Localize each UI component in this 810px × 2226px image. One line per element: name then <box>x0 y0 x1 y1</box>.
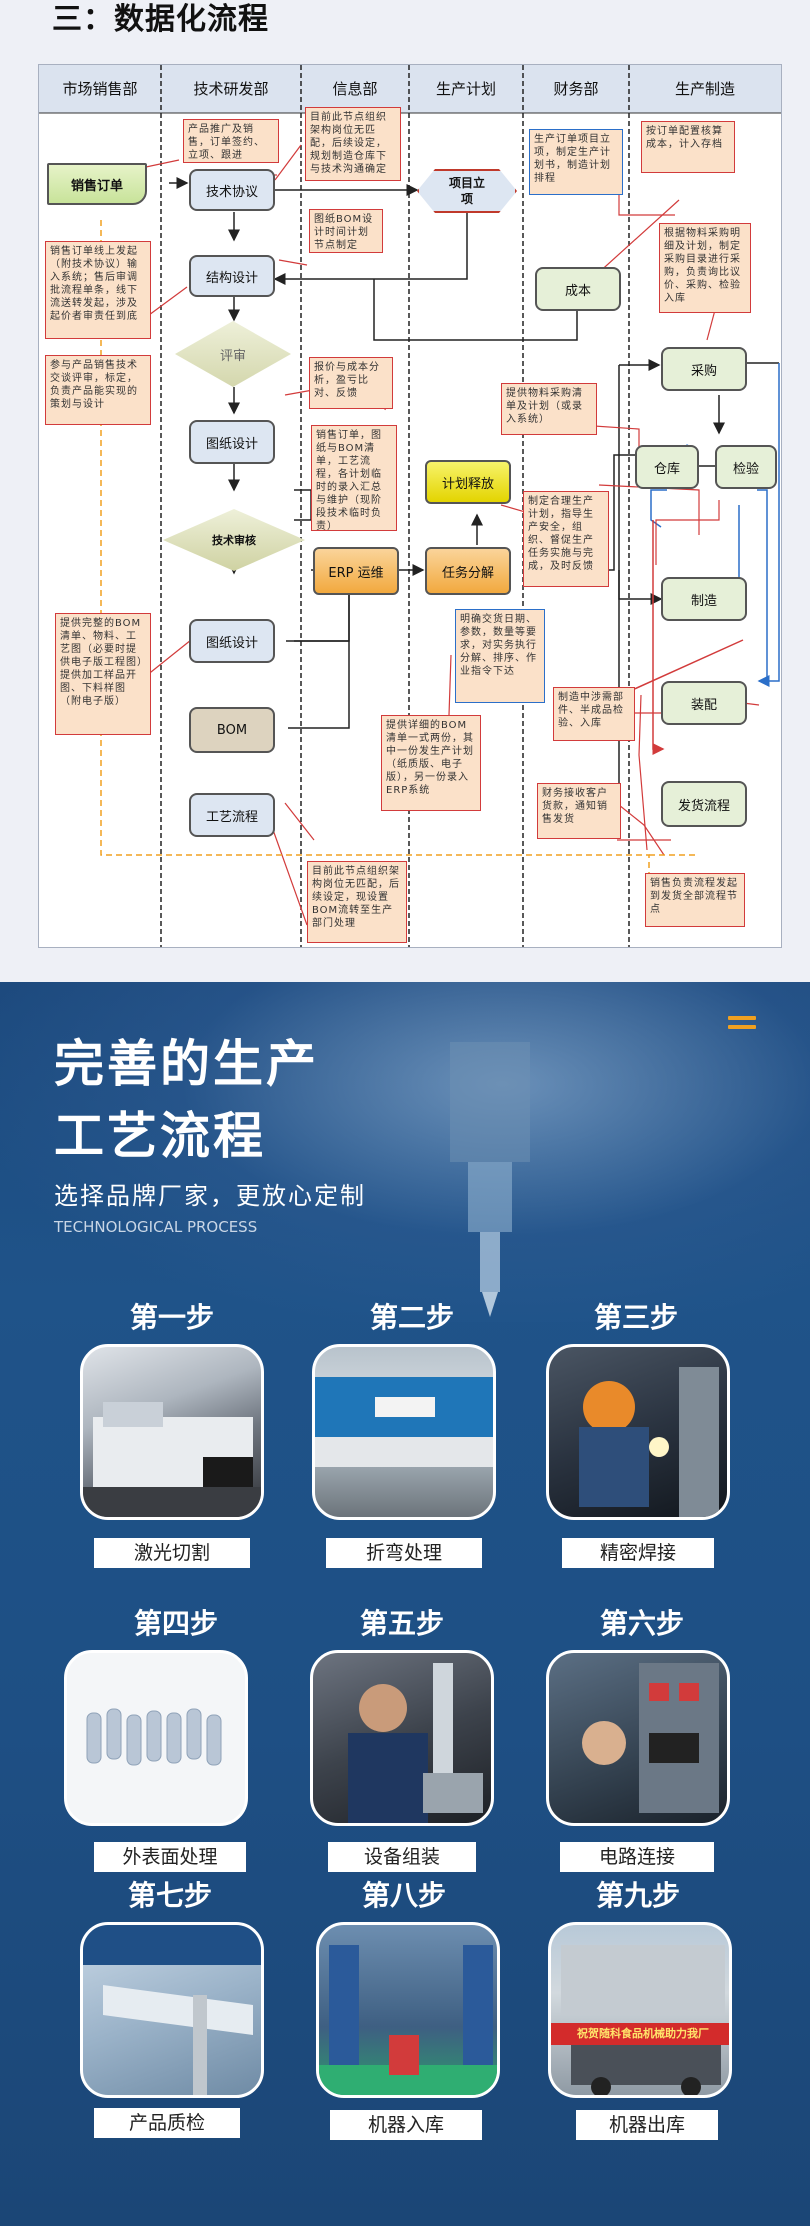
note-17: 财务接收客户货款，通知销售发货 <box>537 783 621 839</box>
node-purchase: 采购 <box>661 347 747 391</box>
cnc-machine-illustration <box>450 1042 530 1317</box>
warehouse-illustration <box>319 1945 497 2095</box>
note-5: 销售订单线上发起（附技术协议）输入系统；售后审调批流程单条，线下流送转发起，涉及… <box>45 241 151 339</box>
note-7: 根据物料采购明细及计划，制定采购目录进行采购，负责询比议价、采购、检验入库 <box>659 223 751 313</box>
note-3: 生产订单项目立项，制定生产计划书，制造计划排程 <box>529 129 623 195</box>
welding-illustration <box>579 1367 719 1517</box>
col-head-finance: 财务部 <box>553 80 599 98</box>
surface-treatment-illustration <box>86 1708 222 1766</box>
node-warehouse: 仓库 <box>635 445 699 489</box>
step-2-title: 第二步 <box>369 1301 454 1334</box>
note-8: 参与产品销售技术交谈评审，标定，负责产品能实现的策划与设计 <box>45 355 151 425</box>
node-erp: ERP 运维 <box>313 547 399 595</box>
note-9: 报价与成本分析，盈亏比对、反馈 <box>309 357 393 409</box>
wiring-illustration <box>582 1663 719 1813</box>
flowchart: 市场销售部 技术研发部 信息部 生产计划 财务部 生产制造 销售订单 技术协议 … <box>38 64 782 948</box>
step-6-title: 第六步 <box>599 1607 684 1640</box>
step-6-image <box>546 1650 730 1826</box>
node-inspection: 检验 <box>715 445 777 489</box>
hero-subtitle: 选择品牌厂家，更放心定制 <box>54 1182 366 1210</box>
col-head-sales: 市场销售部 <box>62 80 138 98</box>
section-title: 三：数据化流程 <box>52 2 269 37</box>
step-9-image: 祝贺随科食品机械助力我厂 <box>548 1922 732 2098</box>
step-7-title: 第七步 <box>127 1879 212 1912</box>
step-3-label: 精密焊接 <box>562 1538 714 1568</box>
node-project: 项目立项 <box>417 169 517 213</box>
flowchart-lines <box>39 65 781 947</box>
note-16: 提供详细的BOM清单一式两份，其中一份发生产计划（纸质版、电子版），另一份录入E… <box>381 715 481 811</box>
col-head-plan: 生产计划 <box>435 80 496 98</box>
step-8-label: 机器入库 <box>330 2110 482 2140</box>
col-head-info: 信息部 <box>332 80 378 98</box>
node-sales-order: 销售订单 <box>47 163 147 205</box>
note-19: 销售负责流程发起到发货全部流程节点 <box>645 873 745 927</box>
menu-icon[interactable] <box>728 1016 756 1036</box>
node-manufacturing: 制造 <box>661 577 747 621</box>
note-14: 明确交货日期、参数，数量等要求，对实务执行分解、排序、作业指令下达 <box>455 609 545 703</box>
step-8-title: 第八步 <box>361 1879 446 1912</box>
hero-title-line2: 工艺流程 <box>54 1107 266 1165</box>
step-1-image <box>80 1344 264 1520</box>
note-18: 目前此节点组织架构岗位无匹配，后续设定，现设置BOM流转至生产部门处理 <box>307 861 407 943</box>
step-4-image <box>64 1650 248 1826</box>
note-10: 提供物料采购清单及计划（或录入系统） <box>501 383 597 435</box>
col-head-manufacturing: 生产制造 <box>674 80 735 98</box>
node-structure-design: 结构设计 <box>189 255 275 297</box>
note-13: 提供完整的BOM清单、物料、工艺图（必要时提供电子版工程图）提供加工样品开图、下… <box>55 613 151 735</box>
note-15: 制造中涉需部件、半成品检验、入库 <box>553 687 635 741</box>
assembly-illustration <box>348 1663 483 1823</box>
note-12: 制定合理生产计划，指导生产安全，组织、督促生产任务实施与完成，及时反馈 <box>523 491 609 587</box>
step-5-label: 设备组装 <box>328 1842 476 1872</box>
step-7-label: 产品质检 <box>94 2108 240 2138</box>
quality-check-illustration <box>83 1925 261 2095</box>
step-4-title: 第四步 <box>133 1607 218 1640</box>
step-5-title: 第五步 <box>359 1607 444 1640</box>
shipping-illustration <box>551 1945 729 2095</box>
shipping-banner: 祝贺随科食品机械助力我厂 <box>577 2027 709 2040</box>
node-assembly: 装配 <box>661 681 747 725</box>
step-9-title: 第九步 <box>595 1879 680 1912</box>
note-4: 按订单配置核算成本，计入存档 <box>641 121 735 173</box>
note-2: 目前此节点组织架构岗位无匹配，后续设定，规划制造仓库下与技术沟通确定 <box>305 107 401 181</box>
note-1: 产品推广及销售，订单签约、立项、跟进 <box>183 119 279 163</box>
hero-subtitle-en: TECHNOLOGICAL PROCESS <box>54 1218 258 1236</box>
step-1-label: 激光切割 <box>94 1538 250 1568</box>
step-2-image <box>312 1344 496 1520</box>
step-8-image <box>316 1922 500 2098</box>
node-drawing-design-1: 图纸设计 <box>189 420 275 464</box>
node-cost: 成本 <box>535 267 621 311</box>
step-3-image <box>546 1344 730 1520</box>
hero-background <box>0 982 810 1322</box>
node-drawing-design-2: 图纸设计 <box>189 619 275 663</box>
col-head-rnd: 技术研发部 <box>193 80 269 98</box>
laser-cutting-illustration <box>83 1402 261 1517</box>
node-task-breakdown: 任务分解 <box>425 547 511 595</box>
bending-machine-illustration <box>315 1377 493 1467</box>
step-6-label: 电路连接 <box>560 1842 714 1872</box>
step-2-label: 折弯处理 <box>326 1538 482 1568</box>
node-shipping: 发货流程 <box>661 781 747 827</box>
node-process-flow: 工艺流程 <box>189 793 275 837</box>
step-7-image <box>80 1922 264 2098</box>
node-plan-release: 计划释放 <box>425 460 511 504</box>
hero-title-line1: 完善的生产 <box>54 1035 319 1093</box>
step-1-title: 第一步 <box>129 1301 214 1334</box>
step-3-title: 第三步 <box>593 1301 678 1334</box>
process-section: 完善的生产 工艺流程 选择品牌厂家，更放心定制 TECHNOLOGICAL PR… <box>0 982 810 2226</box>
step-9-label: 机器出库 <box>576 2110 718 2140</box>
note-11: 销售订单，图纸与BOM清单，工艺流程，各计划临时的录入汇总与维护（现阶段技术临时… <box>311 425 397 531</box>
note-6: 图纸BOM设计时间计划节点制定 <box>309 209 383 253</box>
node-tech-agreement: 技术协议 <box>189 169 275 211</box>
title-strip: 三：数据化流程 <box>0 0 810 42</box>
node-bom: BOM <box>189 707 275 753</box>
step-5-image <box>310 1650 494 1826</box>
step-4-label: 外表面处理 <box>94 1842 246 1872</box>
